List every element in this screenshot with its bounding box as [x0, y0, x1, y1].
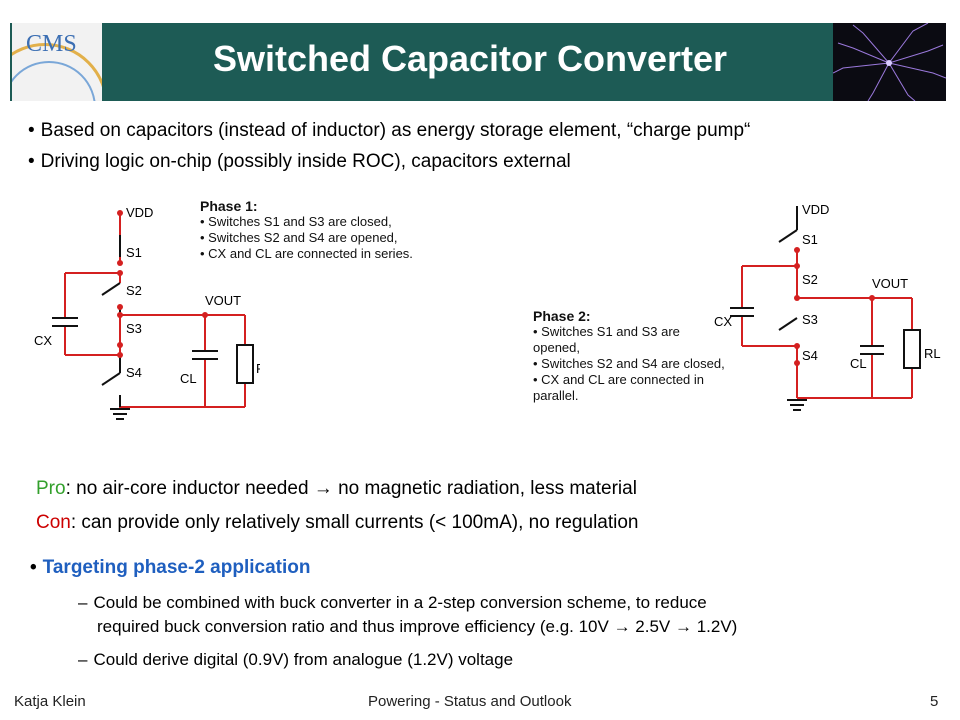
plasma-graphic	[833, 23, 946, 101]
label-rl: RL	[924, 346, 941, 361]
pro-line: Pro: no air-core inductor needed → no ma…	[36, 478, 637, 500]
cms-logo: CMS	[12, 23, 102, 101]
targeting-bullet: •Targeting phase-2 application	[30, 557, 311, 578]
targeting-text: Could derive digital (0.9V) from analogu…	[93, 650, 514, 669]
label-s2: S2	[126, 283, 142, 298]
plasma-image	[833, 23, 946, 101]
label-s1: S1	[126, 245, 142, 260]
label-vdd: VDD	[802, 202, 829, 217]
targeting-item: –Could derive digital (0.9V) from analog…	[78, 650, 514, 669]
label-cx: CX	[34, 333, 52, 348]
phase1-line: • Switches S1 and S3 are closed,	[200, 214, 392, 229]
phase1-line: • Switches S2 and S4 are opened,	[200, 230, 398, 245]
phase2-line: opened,	[533, 340, 580, 355]
phase2-line: • Switches S2 and S4 are closed,	[533, 356, 725, 371]
title-bar	[10, 23, 946, 101]
label-s3: S3	[802, 312, 818, 327]
slide-title: Switched Capacitor Converter	[212, 38, 728, 79]
phase1-circuit: VDD S1 S2 S3 S4 VOUT CX CL RL	[34, 205, 260, 420]
label-vout: VOUT	[872, 276, 908, 291]
con-line: Con: can provide only relatively small c…	[36, 512, 638, 534]
targeting-text: Could be combined with buck converter in…	[93, 593, 707, 612]
label-s1: S1	[802, 232, 818, 247]
label-cl: CL	[180, 371, 197, 386]
targeting-text: required buck conversion ratio and thus …	[97, 617, 738, 636]
label-s2: S2	[802, 272, 818, 287]
phase2-description: Phase 2: • Switches S1 and S3 are opened…	[533, 308, 725, 404]
con-label: Con	[36, 512, 71, 533]
phase1-heading: Phase 1:	[200, 198, 258, 214]
phase2-heading: Phase 2:	[533, 308, 591, 324]
footer-page-number: 5	[930, 693, 939, 710]
label-vdd: VDD	[126, 205, 153, 220]
label-s4: S4	[126, 365, 142, 380]
bullet-item: •Driving logic on-chip (possibly inside …	[28, 151, 571, 172]
phase2-line: • CX and CL are connected in	[533, 372, 705, 387]
pro-label: Pro	[36, 478, 66, 499]
phase2-line: • Switches S1 and S3 are	[533, 324, 680, 339]
bullet-item: •Based on capacitors (instead of inducto…	[28, 120, 751, 141]
phase2-line: parallel.	[533, 388, 579, 403]
con-text: : can provide only relatively small curr…	[70, 512, 639, 533]
label-rl: RL	[256, 361, 260, 376]
phase2-circuit: VDD S1 S2 S3 S4 VOUT CX CL RL	[714, 202, 941, 411]
label-cl: CL	[850, 356, 867, 371]
logo-text: CMS	[26, 31, 77, 57]
targeting-item-cont: required buck conversion ratio and thus …	[97, 615, 737, 639]
label-s3: S3	[126, 321, 142, 336]
targeting-heading: Targeting phase-2 application	[42, 557, 311, 578]
phase1-line: • CX and CL are connected in series.	[200, 246, 413, 261]
pro-text: : no air-core inductor needed → no magne…	[65, 478, 637, 499]
footer-author: Katja Klein	[14, 693, 86, 710]
logo-ring	[12, 43, 102, 101]
bullet-text: Based on capacitors (instead of inductor…	[40, 120, 751, 141]
targeting-item: –Could be combined with buck converter i…	[78, 593, 707, 612]
phase1-description: Phase 1: • Switches S1 and S3 are closed…	[200, 198, 413, 262]
label-vout: VOUT	[205, 293, 241, 308]
label-cx: CX	[714, 314, 732, 329]
footer-talk: Powering - Status and Outlook	[368, 693, 572, 710]
bullet-text: Driving logic on-chip (possibly inside R…	[40, 151, 571, 172]
label-s4: S4	[802, 348, 818, 363]
